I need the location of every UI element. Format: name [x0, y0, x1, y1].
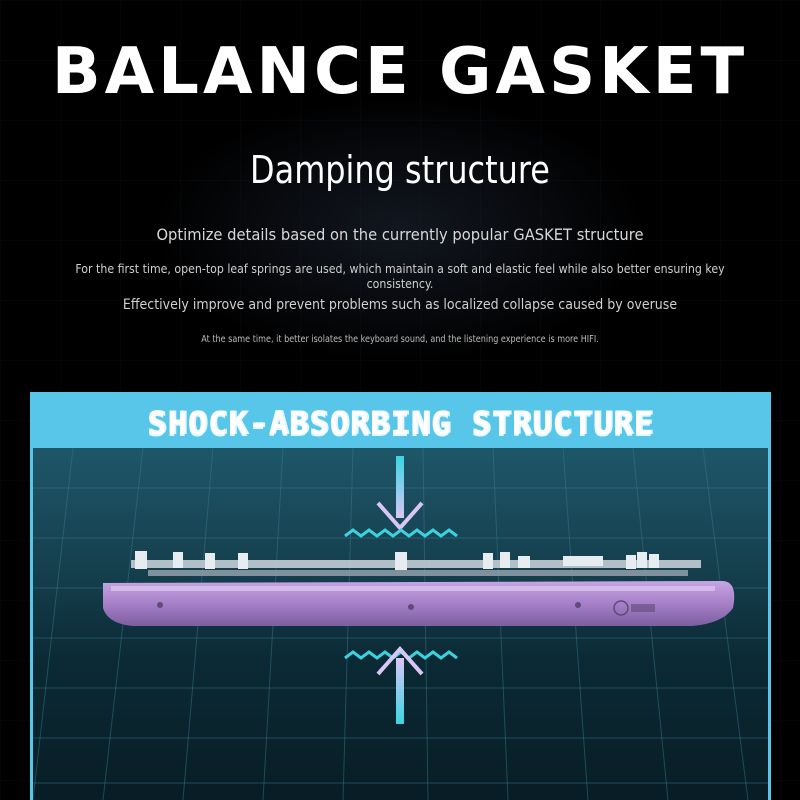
- plate-with-switches: [131, 551, 701, 576]
- panel-label: SHOCK-ABSORBING STRUCTURE: [147, 404, 654, 442]
- description-line-4: At the same time, it better isolates the…: [201, 334, 599, 345]
- keyboard-case-icon: [103, 581, 735, 626]
- shock-absorbing-panel: SHOCK-ABSORBING STRUCTURE: [30, 392, 771, 800]
- arrow-up-icon: [376, 645, 424, 724]
- page-subtitle: Damping structure: [250, 148, 550, 192]
- keyboard-scene: [103, 456, 735, 724]
- panel-inner: [33, 448, 768, 800]
- brand-logo-icon: [613, 600, 655, 616]
- wave-icon: [344, 528, 458, 538]
- description-line-1: Optimize details based on the currently …: [156, 225, 644, 244]
- background-glow: [150, 95, 650, 365]
- description-line-3: Effectively improve and prevent problems…: [122, 297, 678, 313]
- page-title: BALANCE GASKET: [51, 35, 749, 109]
- arrow-down-icon: [376, 456, 424, 532]
- description-line-2: For the first time, open-top leaf spring…: [75, 261, 725, 291]
